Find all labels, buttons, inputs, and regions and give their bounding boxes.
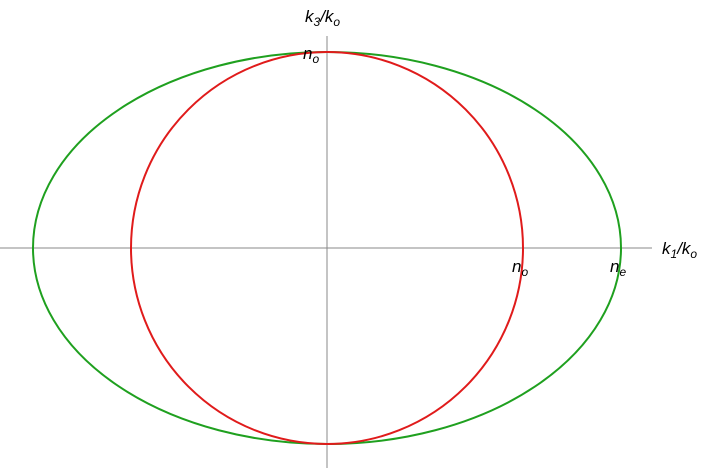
- y-axis-label: k3/ko: [305, 7, 340, 29]
- label-ne-right: ne: [610, 257, 626, 279]
- label-no-top: no: [303, 44, 319, 66]
- x-axis-label: k1/ko: [662, 239, 697, 261]
- label-no-right: no: [512, 257, 528, 279]
- ordinary-circle: [130, 51, 524, 445]
